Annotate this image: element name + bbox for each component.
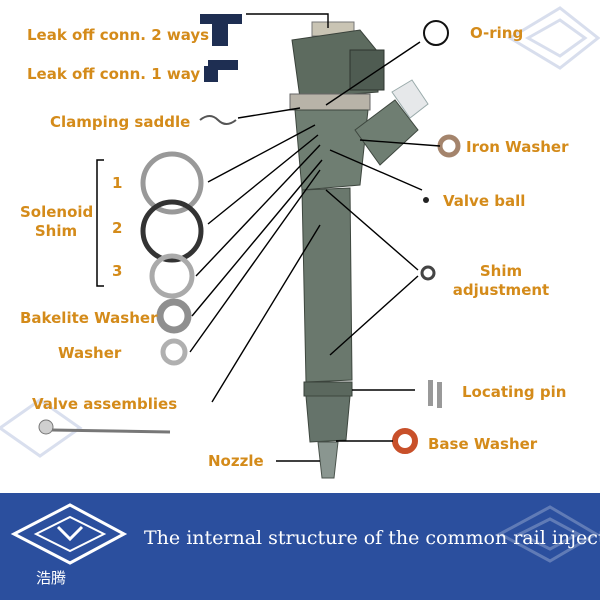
injector-body [289,21,429,479]
label-leak-off-2-ways: Leak off conn. 2 ways [27,26,210,44]
label-iron-washer: Iron Washer [466,138,569,156]
label-leak-off-1-way: Leak off conn. 1 way [27,65,201,83]
caption-banner [0,493,600,600]
label-clamping-saddle: Clamping saddle [50,113,191,131]
leader-lines [189,13,441,462]
leak-off-2way-part [200,14,242,46]
caption-text: The internal structure of the common rai… [144,527,600,549]
clamping-saddle-part [199,115,237,125]
watermark-logo-left [0,398,83,458]
label-valve-assemblies: Valve assemblies [32,395,178,413]
valve-assembly-part [38,419,171,435]
solenoid-shim-3-part [149,253,195,299]
solenoid-shim-1-part [140,151,204,215]
label-o-ring: O-ring [470,24,524,42]
label-nozzle: Nozzle [208,452,264,470]
locating-pin-part [428,380,442,408]
bakelite-washer-part [156,298,192,334]
iron-washer-part [437,134,461,158]
washer-part [160,338,188,366]
o-ring-part [423,20,449,46]
leak-off-1way-part [204,60,238,82]
brand-name: 浩腾 [36,569,67,587]
label-shim-1: 1 [112,174,123,192]
label-locating-pin: Locating pin [462,383,567,401]
base-washer-part [392,428,418,454]
label-washer: Washer [58,344,122,362]
label-bakelite-washer: Bakelite Washer [20,309,158,327]
label-base-washer: Base Washer [428,435,538,453]
solenoid-shim-2-part [140,199,204,263]
label-shim-2: 2 [112,219,123,237]
label-shim-3: 3 [112,262,123,280]
label-valve-ball: Valve ball [443,192,526,210]
valve-ball-part [423,197,429,203]
brand-logo [10,503,599,565]
solenoid-shim-bracket [96,159,104,287]
label-shim-adjustment: Shim adjustment [452,262,550,299]
shim-adjustment-part [420,265,436,281]
watermark-logo-top [507,6,600,70]
label-solenoid-shim: Solenoid Shim [20,203,94,240]
